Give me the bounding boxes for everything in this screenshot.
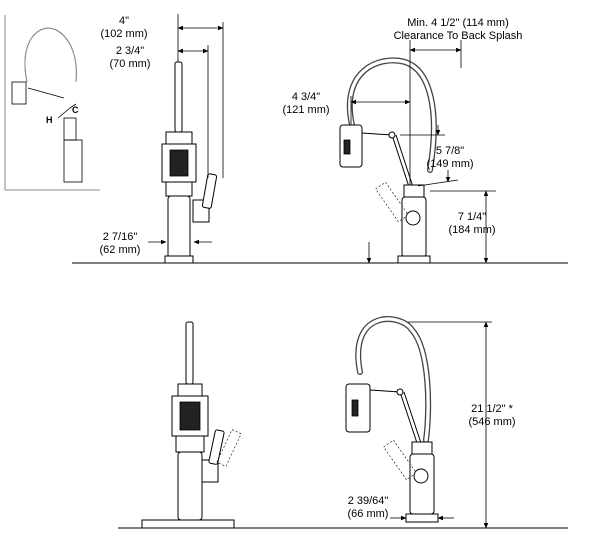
b-lower-body bbox=[177, 451, 203, 521]
spray-arm-link bbox=[391, 134, 411, 191]
b-front-collar bbox=[411, 441, 433, 455]
dim-7-1-4in-imperial: 7 1/4" bbox=[458, 211, 486, 223]
inset-upper-body bbox=[63, 117, 77, 141]
inset-lower-body bbox=[63, 139, 83, 183]
dim-4in-metric: (102 mm) bbox=[100, 28, 147, 40]
front-handle-hub bbox=[405, 210, 421, 226]
b-spout-tube bbox=[185, 321, 194, 385]
dim-2-39-64in-imperial: 2 39/64" bbox=[348, 495, 389, 507]
base-plate bbox=[164, 255, 194, 264]
dim-5-7-8in-metric: (149 mm) bbox=[426, 158, 473, 170]
b-arm-link bbox=[399, 391, 419, 447]
dim-5-7-8in-imperial: 5 7/8" bbox=[436, 145, 464, 157]
inset-label-h: H bbox=[46, 115, 53, 125]
b-arm-link-2 bbox=[403, 391, 423, 447]
spout-collar bbox=[165, 131, 193, 145]
dim-21-1-2in: 21 1/2" * (546 mm) bbox=[408, 321, 516, 529]
inset-spray-head bbox=[11, 81, 27, 105]
dim-2-3-4in: 2 3/4" (70 mm) bbox=[110, 45, 209, 178]
lower-body bbox=[167, 195, 191, 259]
dim-4in-imperial: 4" bbox=[119, 15, 129, 27]
inset-leader-h bbox=[57, 107, 71, 119]
dim-21-1-2in-imperial: 21 1/2" * bbox=[471, 403, 514, 415]
dim-5-7-8in-ext-bottom bbox=[417, 179, 459, 187]
faucet-front-view-bottom bbox=[345, 316, 439, 523]
b-mid-collar bbox=[175, 435, 205, 453]
spray-arm-link-2 bbox=[395, 134, 415, 191]
mid-collar bbox=[165, 181, 193, 197]
b-front-handle-hub bbox=[413, 468, 429, 484]
dim-2-7-16in-metric: (62 mm) bbox=[100, 244, 141, 256]
dim-4-3-4in-imperial: 4 3/4" bbox=[292, 91, 320, 103]
dim-2-3-4in-imperial: 2 3/4" bbox=[116, 45, 144, 57]
inset-label-c: C bbox=[72, 105, 79, 115]
upper-body-detail bbox=[169, 149, 189, 177]
dim-7-1-4in-metric: (184 mm) bbox=[448, 224, 495, 236]
arm-pivot bbox=[388, 131, 396, 139]
b-spray-head-buttons bbox=[351, 399, 359, 417]
dim-2-39-64in-metric: (66 mm) bbox=[348, 508, 389, 520]
front-base bbox=[397, 255, 431, 264]
clearance-line1: Min. 4 1/2" (114 mm) bbox=[407, 17, 509, 29]
dim-2-3-4in-metric: (70 mm) bbox=[110, 58, 151, 70]
deck-plate bbox=[141, 519, 235, 529]
b-front-base bbox=[405, 513, 439, 523]
faucet-front-view-top bbox=[339, 57, 437, 264]
b-upper-body-detail bbox=[179, 401, 201, 431]
b-hose-inner bbox=[356, 317, 430, 442]
spray-head-buttons bbox=[343, 139, 351, 155]
dim-2-39-64in: 2 39/64" (66 mm) bbox=[348, 495, 454, 521]
clearance-line2: Clearance To Back Splash bbox=[394, 30, 523, 42]
front-handle-dashed bbox=[375, 181, 409, 223]
handle-lever bbox=[201, 173, 218, 209]
spray-head bbox=[339, 124, 363, 168]
dim-5-7-8in: 5 7/8" (149 mm) bbox=[400, 125, 474, 187]
dim-2-7-16in: 2 7/16" (62 mm) bbox=[100, 231, 212, 256]
dim-4in: 4" (102 mm) bbox=[100, 14, 224, 178]
b-handle-dashed bbox=[216, 429, 242, 467]
faucet-side-view-top bbox=[161, 61, 218, 264]
dim-4-3-4in-metric: (121 mm) bbox=[282, 104, 329, 116]
b-front-handle-dashed bbox=[383, 439, 417, 481]
b-arm-pivot bbox=[396, 388, 404, 396]
hose-inner bbox=[348, 58, 436, 172]
dim-7-1-4in: 7 1/4" (184 mm) bbox=[430, 190, 496, 264]
b-front-body bbox=[409, 453, 435, 515]
inset-arm bbox=[27, 87, 65, 99]
spout-tube bbox=[174, 61, 183, 133]
dim-2-7-16in-imperial: 2 7/16" bbox=[103, 231, 138, 243]
inset-thumbnail: H C bbox=[4, 15, 100, 191]
dim-4-3-4in: 4 3/4" (121 mm) bbox=[282, 91, 411, 125]
faucet-side-view-bottom bbox=[171, 321, 242, 521]
spray-arm-top bbox=[361, 132, 393, 136]
inset-hose-inner bbox=[24, 27, 77, 83]
b-arm-top bbox=[369, 389, 401, 393]
b-spout-collar bbox=[177, 383, 203, 397]
dim-21-1-2in-metric: (546 mm) bbox=[468, 416, 515, 428]
inset-leader-c bbox=[69, 103, 77, 109]
dim-clearance: Min. 4 1/2" (114 mm) Clearance To Back S… bbox=[394, 17, 523, 185]
front-collar bbox=[403, 184, 425, 198]
b-handle-lever bbox=[208, 429, 225, 465]
front-body bbox=[401, 196, 427, 258]
